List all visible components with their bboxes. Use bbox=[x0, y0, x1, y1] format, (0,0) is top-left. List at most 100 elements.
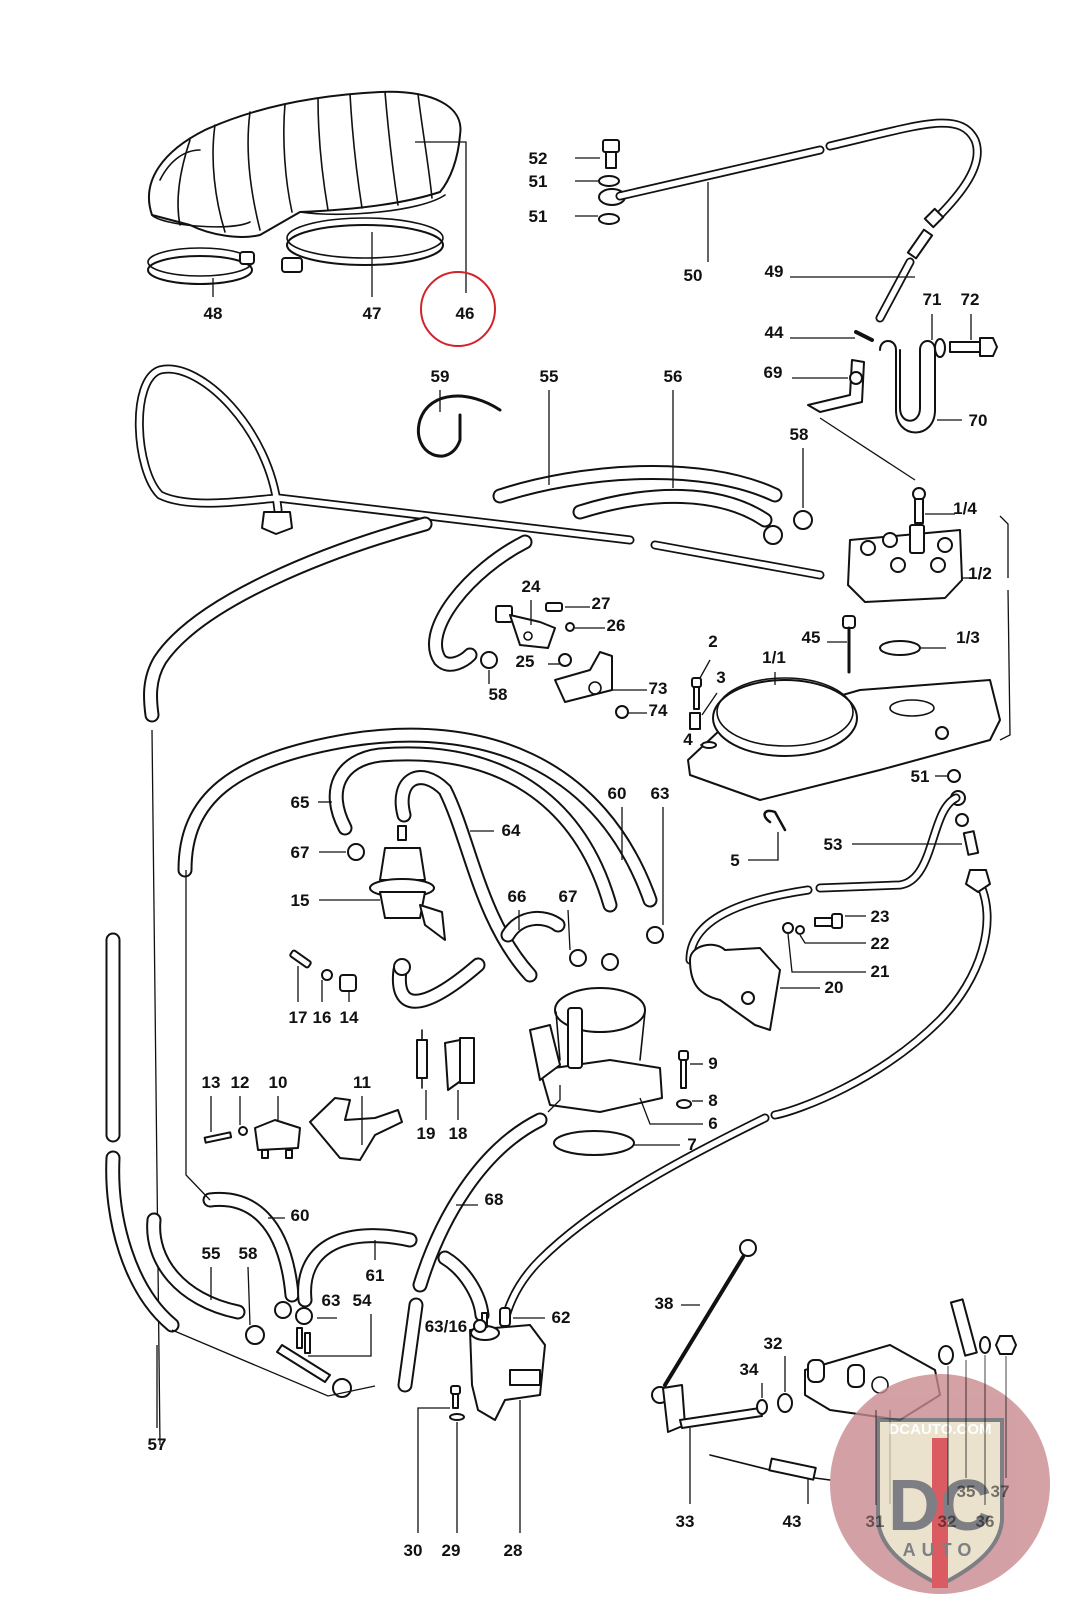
nut-37[interactable] bbox=[995, 1335, 1017, 1355]
callout-44[interactable]: 44 bbox=[765, 323, 784, 342]
callout-71[interactable]: 71 bbox=[923, 290, 942, 309]
pressure-regulator-15[interactable] bbox=[369, 825, 446, 941]
spacer-14[interactable] bbox=[339, 974, 357, 992]
washer-22[interactable] bbox=[795, 925, 805, 935]
screw-1-4[interactable] bbox=[912, 487, 926, 524]
callout-43[interactable]: 43 bbox=[783, 1512, 802, 1531]
bolt-72[interactable] bbox=[949, 337, 998, 357]
hose-clamp-67[interactable] bbox=[347, 843, 365, 861]
callout-56[interactable]: 56 bbox=[664, 367, 683, 386]
callout-58[interactable]: 58 bbox=[489, 685, 508, 704]
microswitch-10[interactable] bbox=[254, 1119, 301, 1159]
callout-1-2[interactable]: 1/2 bbox=[968, 564, 992, 583]
screw-27[interactable] bbox=[545, 602, 563, 612]
callout-66[interactable]: 66 bbox=[508, 887, 527, 906]
callout-30[interactable]: 30 bbox=[404, 1541, 423, 1560]
callout-62[interactable]: 62 bbox=[552, 1308, 571, 1327]
spring-3[interactable] bbox=[689, 712, 701, 730]
gasket-7[interactable] bbox=[553, 1130, 635, 1156]
washer-29[interactable] bbox=[449, 1413, 465, 1421]
callout-22[interactable]: 22 bbox=[871, 934, 890, 953]
hose-clamp-48[interactable] bbox=[147, 247, 255, 285]
bracket-69[interactable] bbox=[807, 359, 865, 413]
warm-up-regulator-28[interactable] bbox=[469, 1312, 546, 1421]
screw-30[interactable] bbox=[450, 1385, 461, 1409]
callout-55[interactable]: 55 bbox=[540, 367, 559, 386]
banjo-bolt-52[interactable] bbox=[602, 139, 620, 169]
callout-3[interactable]: 3 bbox=[716, 668, 725, 687]
pin-44[interactable] bbox=[854, 330, 874, 342]
callout-49[interactable]: 49 bbox=[765, 262, 784, 281]
hose-clamp-58c[interactable] bbox=[245, 1325, 265, 1345]
fitting-53[interactable] bbox=[962, 830, 980, 856]
callout-65[interactable]: 65 bbox=[291, 793, 310, 812]
callout-63[interactable]: 63 bbox=[322, 1291, 341, 1310]
sensor-cap-1-2[interactable] bbox=[847, 524, 963, 603]
t-fitting-54[interactable] bbox=[276, 1327, 352, 1398]
clamp-59[interactable] bbox=[416, 394, 502, 458]
callout-19[interactable]: 19 bbox=[417, 1124, 436, 1143]
callout-21[interactable]: 21 bbox=[871, 962, 890, 981]
washer-71[interactable] bbox=[934, 338, 946, 358]
seal-ring-1-3[interactable] bbox=[879, 640, 921, 656]
callout-1-4[interactable]: 1/4 bbox=[953, 499, 977, 518]
callout-47[interactable]: 47 bbox=[363, 304, 382, 323]
callout-55[interactable]: 55 bbox=[202, 1244, 221, 1263]
aux-air-valve-20[interactable] bbox=[689, 943, 781, 1031]
callout-53[interactable]: 53 bbox=[824, 835, 843, 854]
nut-12[interactable] bbox=[238, 1126, 248, 1136]
callout-16[interactable]: 16 bbox=[313, 1008, 332, 1027]
spring-19[interactable] bbox=[416, 1029, 428, 1089]
callout-23[interactable]: 23 bbox=[871, 907, 890, 926]
washer-8[interactable] bbox=[676, 1099, 692, 1109]
callout-63-16[interactable]: 63/16 bbox=[425, 1317, 468, 1336]
callout-29[interactable]: 29 bbox=[442, 1541, 461, 1560]
callout-72[interactable]: 72 bbox=[961, 290, 980, 309]
hose-clamp-58b[interactable] bbox=[480, 651, 498, 669]
screw-2[interactable] bbox=[691, 677, 702, 710]
callout-5[interactable]: 5 bbox=[730, 851, 739, 870]
bolt-45[interactable] bbox=[842, 615, 856, 674]
callout-32[interactable]: 32 bbox=[764, 1334, 783, 1353]
adapter-73[interactable] bbox=[554, 651, 613, 703]
switch-18[interactable] bbox=[444, 1037, 475, 1091]
callout-34[interactable]: 34 bbox=[740, 1360, 759, 1379]
callout-33[interactable]: 33 bbox=[676, 1512, 695, 1531]
callout-60[interactable]: 60 bbox=[291, 1206, 310, 1225]
callout-51[interactable]: 51 bbox=[911, 767, 930, 786]
washer-21[interactable] bbox=[782, 922, 794, 934]
spring-43[interactable] bbox=[709, 1454, 831, 1481]
callout-69[interactable]: 69 bbox=[764, 363, 783, 382]
callout-24[interactable]: 24 bbox=[522, 577, 541, 596]
callout-74[interactable]: 74 bbox=[649, 701, 668, 720]
callout-25[interactable]: 25 bbox=[516, 652, 535, 671]
callout-11[interactable]: 11 bbox=[353, 1073, 371, 1092]
callout-50[interactable]: 50 bbox=[684, 266, 703, 285]
washer-51b[interactable] bbox=[598, 213, 620, 225]
callout-14[interactable]: 14 bbox=[340, 1008, 359, 1027]
fuel-line-50[interactable] bbox=[615, 118, 982, 225]
callout-13[interactable]: 13 bbox=[202, 1073, 221, 1092]
callout-27[interactable]: 27 bbox=[592, 594, 611, 613]
hose-clamp-58[interactable] bbox=[763, 510, 813, 545]
washer-26[interactable] bbox=[565, 622, 575, 632]
callout-7[interactable]: 7 bbox=[687, 1135, 696, 1154]
callout-64[interactable]: 64 bbox=[502, 821, 521, 840]
callout-6[interactable]: 6 bbox=[708, 1114, 717, 1133]
bolt-9[interactable] bbox=[678, 1050, 689, 1089]
callout-1-1[interactable]: 1/1 bbox=[762, 648, 786, 667]
callout-4[interactable]: 4 bbox=[683, 730, 693, 749]
callout-60[interactable]: 60 bbox=[608, 784, 627, 803]
fitting-62[interactable] bbox=[499, 1307, 511, 1327]
callout-58[interactable]: 58 bbox=[239, 1244, 258, 1263]
callout-9[interactable]: 9 bbox=[708, 1054, 717, 1073]
air-intake-boot-46[interactable] bbox=[147, 90, 462, 238]
callout-31[interactable]: 31 bbox=[866, 1512, 885, 1531]
callout-32[interactable]: 32 bbox=[938, 1512, 957, 1531]
callout-18[interactable]: 18 bbox=[449, 1124, 468, 1143]
hose-clamp-63[interactable] bbox=[646, 926, 664, 944]
callout-10[interactable]: 10 bbox=[269, 1073, 288, 1092]
callout-20[interactable]: 20 bbox=[825, 978, 844, 997]
lever-35[interactable] bbox=[949, 1298, 978, 1357]
callout-61[interactable]: 61 bbox=[366, 1266, 385, 1285]
